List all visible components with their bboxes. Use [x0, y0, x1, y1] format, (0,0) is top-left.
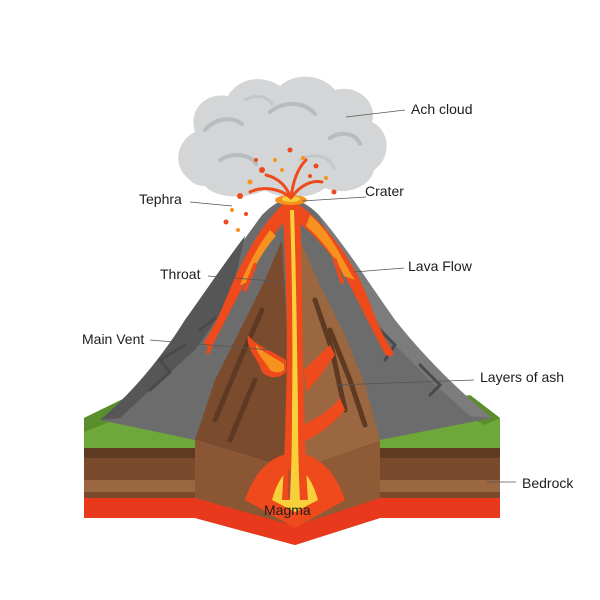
layer-band-left-1 — [84, 448, 195, 458]
bedrock-band-right — [380, 498, 500, 518]
lava-flows — [204, 205, 394, 357]
side-vent-left-core — [256, 345, 284, 373]
leader-throat — [207, 275, 287, 283]
leader-crater — [301, 196, 367, 202]
layer-band-left-2 — [84, 480, 195, 492]
tephra-bit — [273, 158, 277, 162]
layer-band-right-1 — [380, 448, 500, 458]
lava-flow-left-2 — [240, 230, 276, 285]
label-bedrock: Bedrock — [522, 475, 574, 491]
tephra-bit — [259, 167, 265, 173]
lava-flow-right — [298, 205, 394, 357]
tephra-bit — [237, 193, 243, 199]
tephra-bit — [331, 189, 337, 195]
label-layers-of-ash: Layers of ash — [480, 369, 565, 385]
ash-cloud-shade-1 — [203, 102, 362, 166]
tephra-bit — [230, 208, 234, 212]
label-tephra: Tephra — [139, 191, 182, 207]
eruption-fountain — [248, 158, 324, 200]
label-main-vent: Main Vent — [82, 331, 145, 347]
tephra-bit — [301, 156, 305, 160]
label-throat: Throat — [160, 266, 201, 282]
layer-band-right-2 — [380, 480, 500, 492]
tephra-bit — [236, 228, 240, 232]
magma-system — [245, 200, 345, 528]
ash-layer-lines — [212, 297, 368, 443]
leader-ash-cloud — [345, 109, 406, 118]
tephra-bit — [247, 179, 253, 185]
cone-cracks — [148, 316, 443, 397]
tephra-bit — [324, 176, 328, 180]
cut-bedrock-right — [295, 498, 380, 545]
lava-flow-right-2 — [306, 215, 355, 280]
cutaway-block — [84, 240, 500, 545]
tephra-bit — [223, 219, 229, 225]
side-vent-right-2 — [303, 398, 345, 442]
leader-lines — [149, 109, 516, 498]
lava-drips — [206, 258, 374, 354]
tephra-bit — [280, 168, 284, 172]
leader-lava-flow — [353, 267, 405, 273]
tephra-bit — [254, 158, 258, 162]
label-crater: Crater — [365, 183, 404, 199]
side-vent-right — [304, 345, 335, 392]
tephra-bit — [308, 174, 312, 178]
bedrock-band-left — [84, 498, 195, 518]
leader-tephra — [189, 201, 233, 207]
tephra-bit — [244, 212, 248, 216]
throat-core — [290, 210, 300, 500]
leader-main-vent — [149, 339, 271, 351]
crater-eruption — [223, 147, 337, 232]
label-ash-cloud: Ach cloud — [411, 101, 473, 117]
tephra-bit — [287, 147, 293, 153]
leader-layers-of-ash — [334, 379, 475, 386]
ash-cloud — [178, 76, 387, 198]
cut-bedrock-left — [195, 498, 295, 545]
tephra-particles — [223, 147, 337, 232]
label-magma: Magma — [264, 502, 311, 518]
tephra-bit — [313, 163, 319, 169]
label-lava-flow: Lava Flow — [408, 258, 472, 274]
